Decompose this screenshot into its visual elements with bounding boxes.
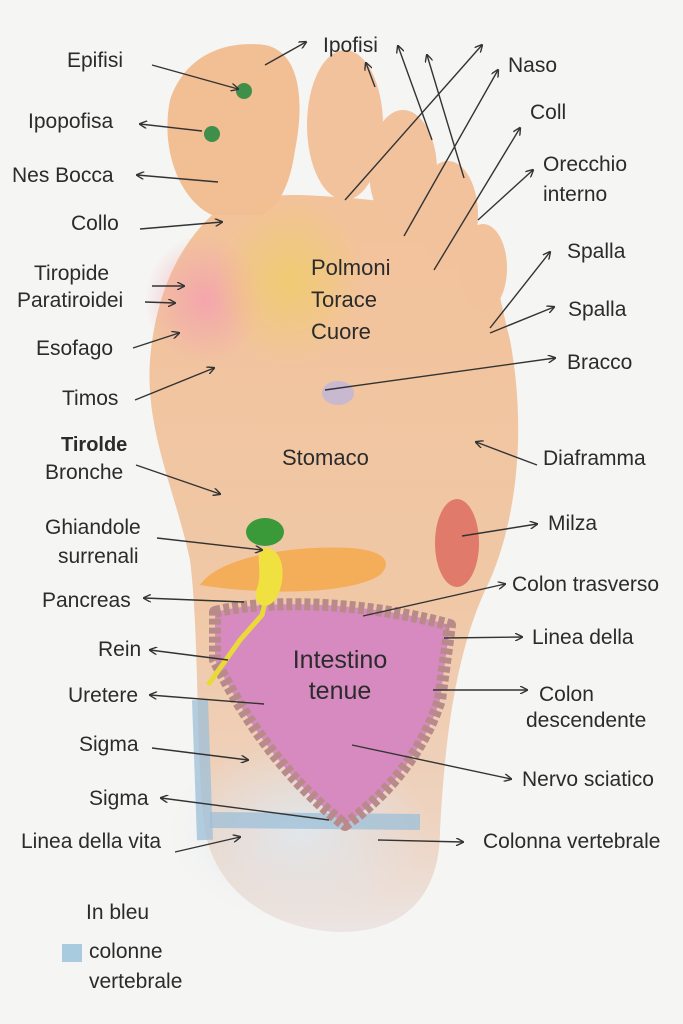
label-uretere: Uretere bbox=[68, 684, 139, 707]
label-bracco: Bracco bbox=[567, 351, 633, 374]
legend-line-2: vertebrale bbox=[89, 970, 183, 993]
label-polmoni: Polmoni bbox=[311, 255, 391, 280]
label-ipofisi: Ipofisi bbox=[323, 34, 378, 57]
label-coll: Coll bbox=[530, 101, 567, 124]
label-esofago: Esofago bbox=[36, 337, 114, 360]
label-tiropide: Tiropide bbox=[34, 262, 110, 285]
toe-4 bbox=[418, 161, 478, 269]
label-tirolde: Tirolde bbox=[61, 434, 128, 456]
label-descendente: descendente bbox=[526, 709, 647, 732]
legend-title: In bleu bbox=[86, 901, 150, 924]
label-intestino: Intestino bbox=[292, 646, 388, 674]
label-surrenali: surrenali bbox=[58, 545, 139, 568]
label-sigma-1: Sigma bbox=[79, 733, 139, 756]
label-linea-vita: Linea della vita bbox=[21, 830, 162, 853]
label-torace: Torace bbox=[311, 287, 378, 312]
label-nervo-sciatico: Nervo sciatico bbox=[522, 768, 654, 791]
label-naso: Naso bbox=[508, 54, 558, 77]
label-timos: Timos bbox=[62, 387, 119, 410]
label-rein: Rein bbox=[98, 638, 142, 661]
label-spalla-1: Spalla bbox=[567, 240, 626, 263]
label-ghiandole: Ghiandole bbox=[45, 516, 141, 539]
label-colonna-vertebrale: Colonna vertebrale bbox=[483, 830, 661, 853]
kidney bbox=[255, 547, 283, 606]
label-tenue: tenue bbox=[308, 677, 372, 705]
small-intestine bbox=[209, 598, 456, 831]
milza-zone bbox=[435, 499, 479, 587]
adrenal-gland bbox=[246, 518, 284, 546]
legend-line-1: colonne bbox=[89, 940, 163, 963]
label-spalla-2: Spalla bbox=[568, 298, 627, 321]
label-bronche: Bronche bbox=[45, 461, 124, 484]
label-stomaco: Stomaco bbox=[282, 445, 369, 470]
label-cuore: Cuore bbox=[311, 319, 371, 344]
big-toe bbox=[167, 44, 300, 215]
label-pancreas: Pancreas bbox=[42, 589, 131, 612]
label-colon: Colon bbox=[539, 683, 594, 706]
label-colon-trasverso: Colon trasverso bbox=[512, 573, 660, 596]
toe-5 bbox=[459, 224, 507, 312]
label-orecchio: Orecchio bbox=[543, 153, 628, 176]
spine-line-vertical bbox=[192, 699, 213, 841]
label-nes-bocca: Nes Bocca bbox=[12, 164, 114, 187]
label-interno: interno bbox=[543, 183, 608, 206]
lung-zone bbox=[215, 195, 365, 365]
toe-2 bbox=[307, 50, 383, 200]
label-milza: Milza bbox=[548, 512, 598, 535]
label-collo: Collo bbox=[71, 212, 119, 235]
legend-swatch bbox=[62, 944, 82, 962]
label-epifisi: Epifisi bbox=[67, 49, 124, 72]
solar-plexus bbox=[322, 381, 354, 405]
label-linea-della: Linea della bbox=[532, 626, 634, 649]
pituitary-dot-2 bbox=[204, 126, 220, 142]
label-ipopofisa: Ipopofisa bbox=[28, 110, 114, 133]
pancreas-zone bbox=[200, 547, 386, 592]
pointer-lines bbox=[132, 42, 555, 853]
pituitary-dot-1 bbox=[236, 83, 252, 99]
label-paratiroidei: Paratiroidei bbox=[17, 289, 124, 312]
label-sigma-2: Sigma bbox=[89, 787, 149, 810]
spine-line-horizontal bbox=[209, 812, 421, 830]
label-diaframma: Diaframma bbox=[543, 447, 646, 470]
